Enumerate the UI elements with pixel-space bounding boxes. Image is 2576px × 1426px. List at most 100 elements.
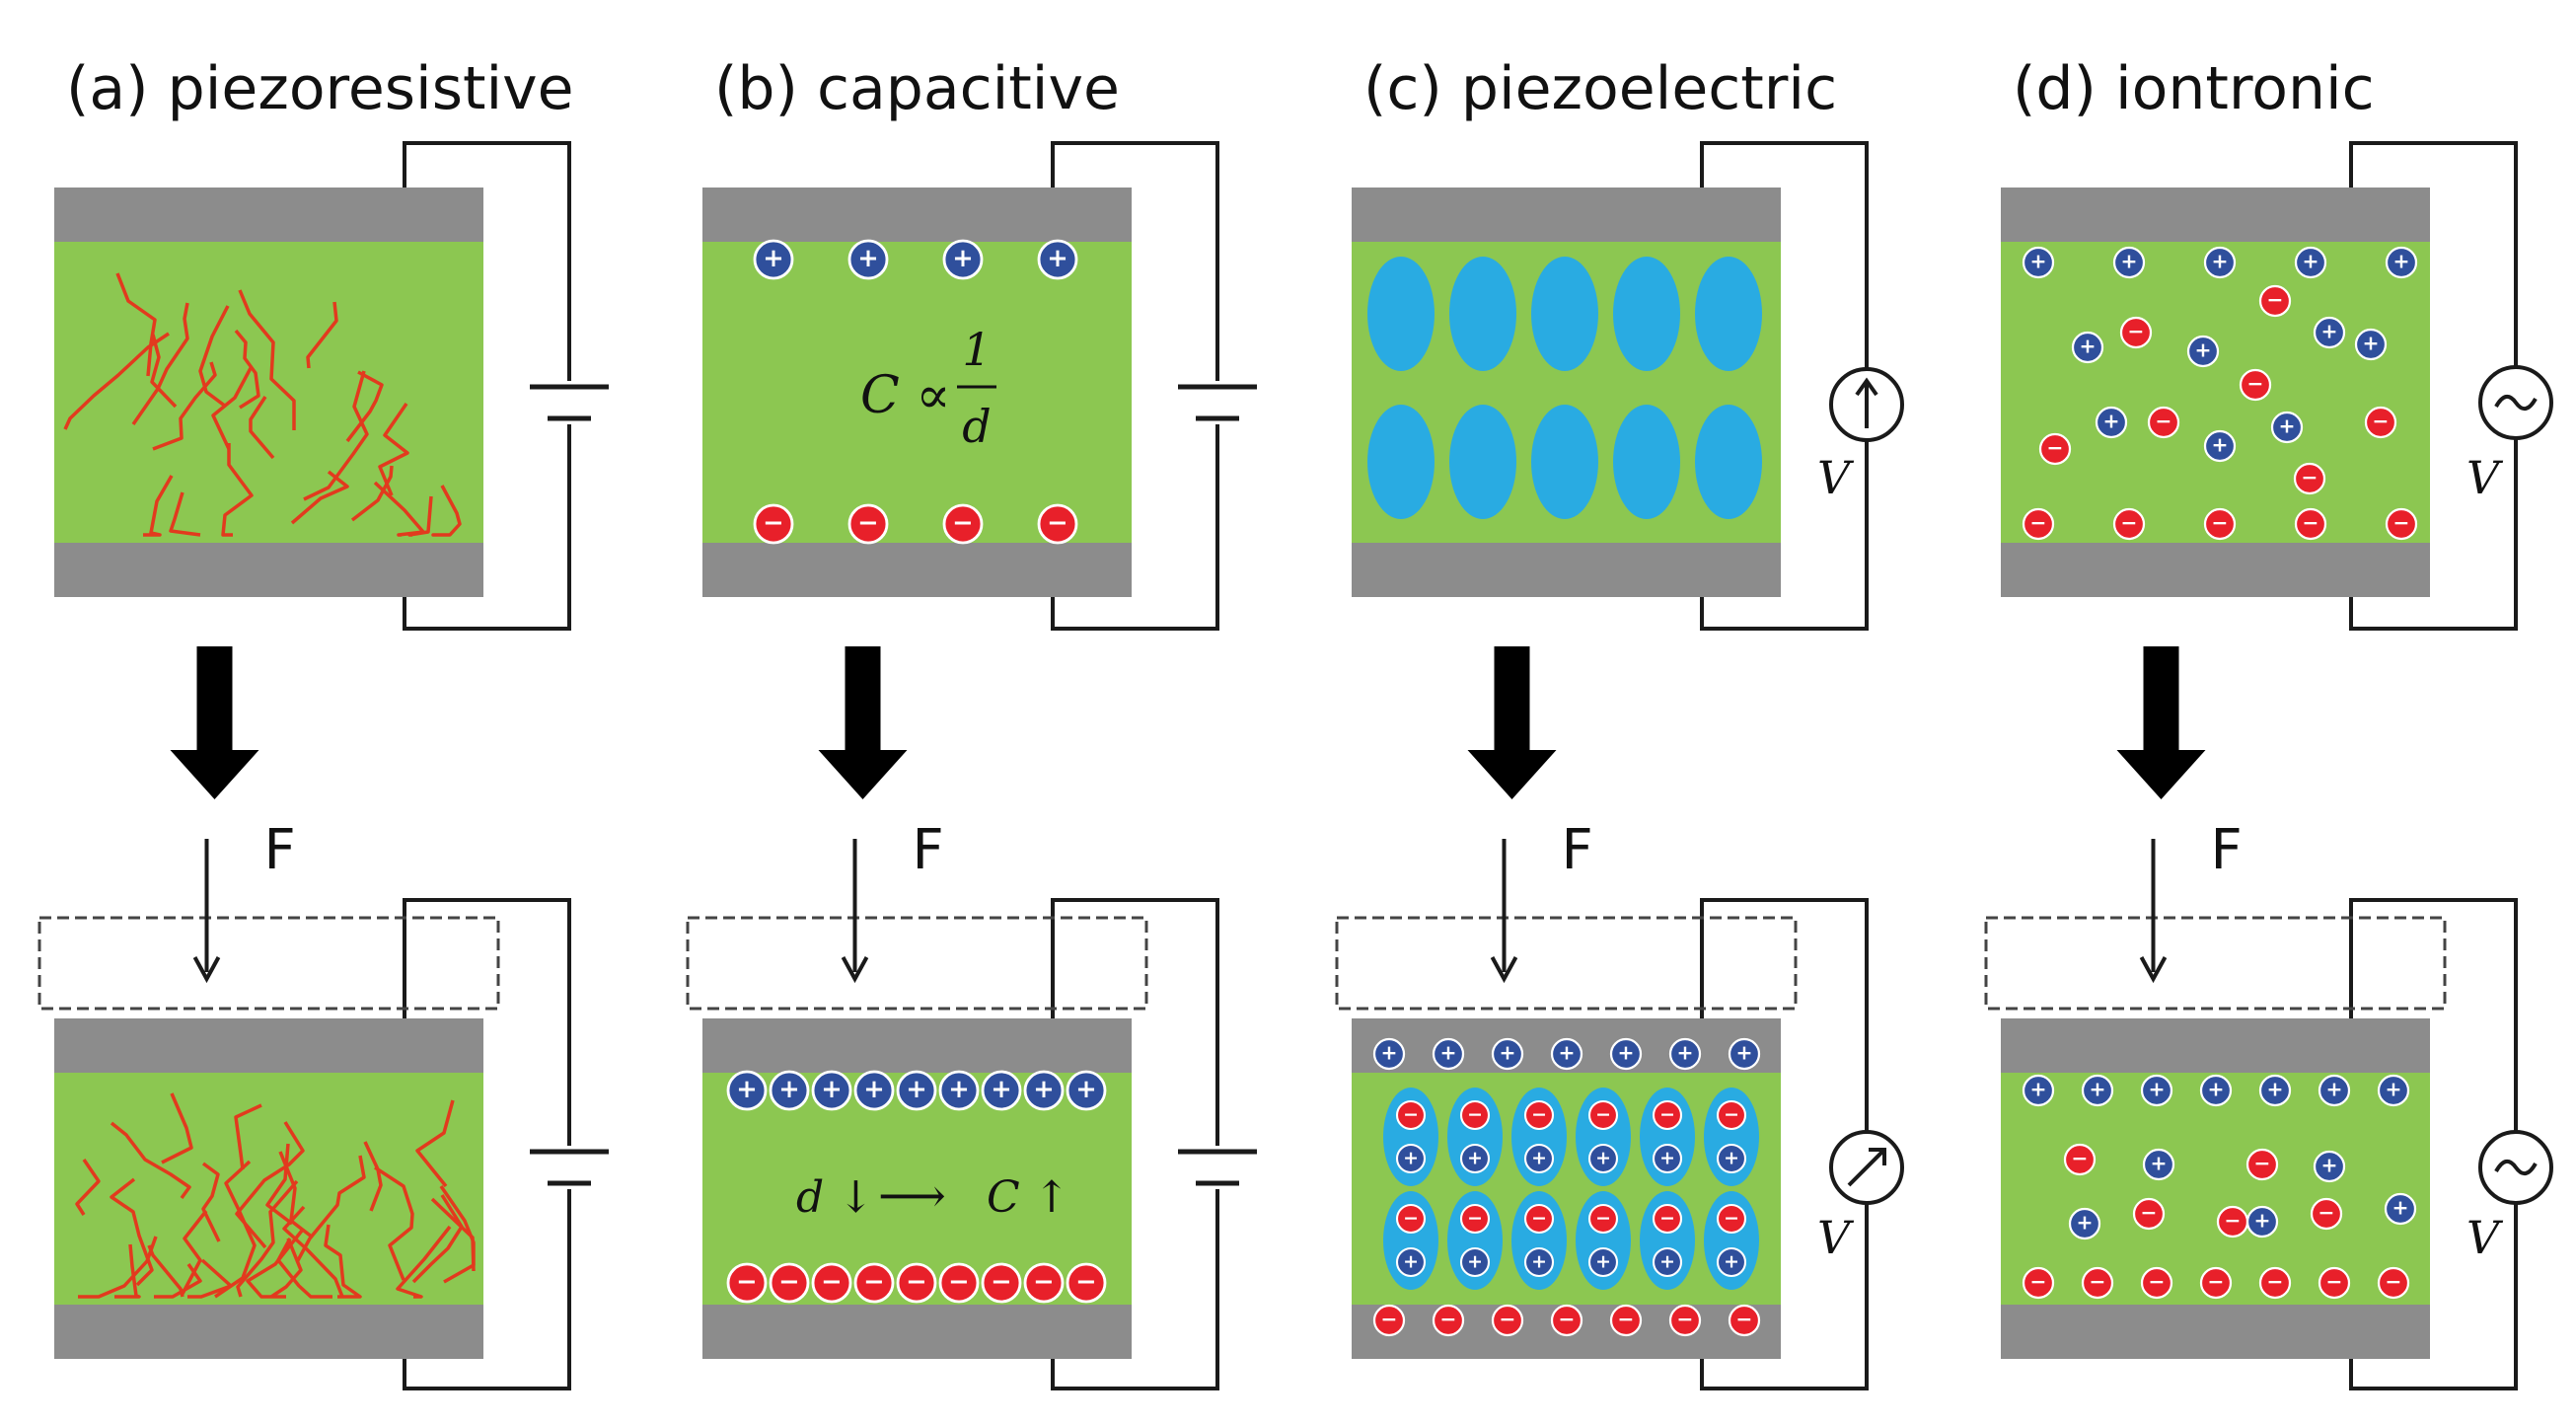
force-label: F — [2211, 818, 2243, 882]
active-layer — [54, 1073, 483, 1305]
ion-circle — [938, 1262, 980, 1304]
ion-circle — [2318, 1266, 2351, 1300]
negative-ion: − — [1372, 1304, 1406, 1337]
ion-circle — [1023, 1262, 1065, 1304]
ion-sign: − — [1467, 1207, 1483, 1229]
ion-sign: + — [2080, 335, 2097, 358]
ion-sign: + — [1736, 1041, 1753, 1065]
bottom-electrode — [702, 543, 1132, 597]
ion-circle — [726, 1262, 768, 1304]
top-electrode — [54, 188, 483, 242]
positive-ion: + — [2294, 246, 2327, 279]
circuit-wire — [403, 898, 571, 1390]
ion-circle — [1491, 1304, 1524, 1337]
ion-circle — [2245, 1205, 2279, 1238]
bottom-electrode — [702, 1305, 1132, 1359]
ion-sign: + — [2303, 250, 2319, 273]
ion-sign: + — [1440, 1041, 1457, 1065]
ion-circle — [847, 503, 889, 545]
ion-sign: − — [1381, 1308, 1398, 1331]
ion-circle — [1550, 1304, 1583, 1337]
ion-sign: + — [2121, 250, 2138, 273]
negative-ion: − — [2112, 507, 2146, 541]
ion-circle — [2022, 1266, 2055, 1300]
negative-ion: − — [1587, 1099, 1619, 1131]
ion-circle — [1668, 1304, 1702, 1337]
ion-sign: − — [763, 508, 783, 538]
ion-circle — [2377, 1074, 2410, 1107]
ion-circle — [1609, 1037, 1643, 1071]
force-arrow-head — [841, 956, 869, 984]
force-arrow-head — [1490, 956, 1518, 984]
ion-sign: − — [778, 1267, 799, 1297]
ion-sign: + — [1075, 1075, 1096, 1104]
positive-ion: + — [2384, 1192, 2417, 1226]
conductive-filler — [306, 301, 338, 369]
ion-sign: + — [1033, 1075, 1054, 1104]
active-layer — [54, 242, 483, 543]
negative-ion: − — [726, 1262, 768, 1304]
ion-circle — [2354, 328, 2388, 361]
ion-sign: − — [2386, 1270, 2402, 1294]
top-electrode — [702, 188, 1132, 242]
negative-ion: − — [2203, 507, 2237, 541]
ion-sign: + — [1724, 1147, 1739, 1168]
negative-ion: − — [1459, 1203, 1491, 1235]
negative-ion: − — [896, 1262, 937, 1304]
ion-sign: − — [2156, 410, 2172, 433]
ion-circle — [2258, 284, 2292, 318]
conductive-filler — [411, 1194, 464, 1284]
ion-sign: + — [2386, 1078, 2402, 1101]
ion-circle — [1395, 1099, 1427, 1131]
ion-circle — [1652, 1246, 1683, 1278]
ion-circle — [1716, 1143, 1747, 1174]
ion-circle — [1587, 1246, 1619, 1278]
panel-c: (c) piezoelectricFV+++++++−−−−−−−−+−+−+−… — [1335, 54, 1904, 1390]
ion-sign: + — [2149, 1078, 2166, 1101]
ion-circle — [2203, 246, 2237, 279]
positive-ion: + — [1728, 1037, 1761, 1071]
formula-numerator: 1 — [962, 323, 991, 376]
ion-sign: − — [1736, 1308, 1753, 1331]
positive-ion: + — [938, 1070, 980, 1111]
ion-sign: − — [2090, 1270, 2106, 1294]
ion-circle — [2203, 507, 2237, 541]
positive-ion: + — [1587, 1143, 1619, 1174]
ion-circle — [2245, 1148, 2279, 1181]
voltage-label: V — [1817, 1211, 1855, 1264]
negative-ion: − — [1716, 1099, 1747, 1131]
positive-ion: + — [1668, 1037, 1702, 1071]
ion-circle — [2081, 1266, 2114, 1300]
ion-sign: − — [1677, 1308, 1694, 1331]
ion-sign: − — [1595, 1103, 1611, 1125]
conductive-filler — [63, 332, 170, 430]
ion-circle — [1523, 1143, 1555, 1174]
ion-circle — [753, 503, 794, 545]
ion-circle — [2385, 507, 2418, 541]
conductive-filler — [249, 396, 275, 460]
negative-ion: − — [1037, 503, 1078, 545]
conductive-filler — [238, 289, 296, 430]
conductive-filler — [430, 1197, 476, 1272]
ion-circle — [2258, 1074, 2292, 1107]
conductive-filler — [265, 1143, 294, 1226]
ion-circle — [2318, 1074, 2351, 1107]
active-layer — [2001, 1073, 2430, 1305]
ion-circle — [1459, 1203, 1491, 1235]
meter-arrowhead — [1855, 377, 1878, 397]
negative-ion: − — [811, 1262, 852, 1304]
ion-circle — [2294, 507, 2327, 541]
conductive-filler — [350, 465, 394, 522]
negative-ion: − — [1395, 1099, 1427, 1131]
ion-circle — [1066, 1070, 1107, 1111]
ion-circle — [2270, 411, 2304, 444]
positive-ion: + — [2095, 406, 2128, 439]
ion-circle — [1395, 1246, 1427, 1278]
conductive-filler — [161, 1092, 193, 1164]
ion-sign: + — [2195, 338, 2212, 362]
ion-sign: − — [1531, 1103, 1547, 1125]
ion-sign: − — [948, 1267, 969, 1297]
ion-sign: + — [2212, 250, 2229, 273]
bottom-electrode — [54, 1305, 483, 1359]
big-down-arrow — [818, 646, 908, 799]
